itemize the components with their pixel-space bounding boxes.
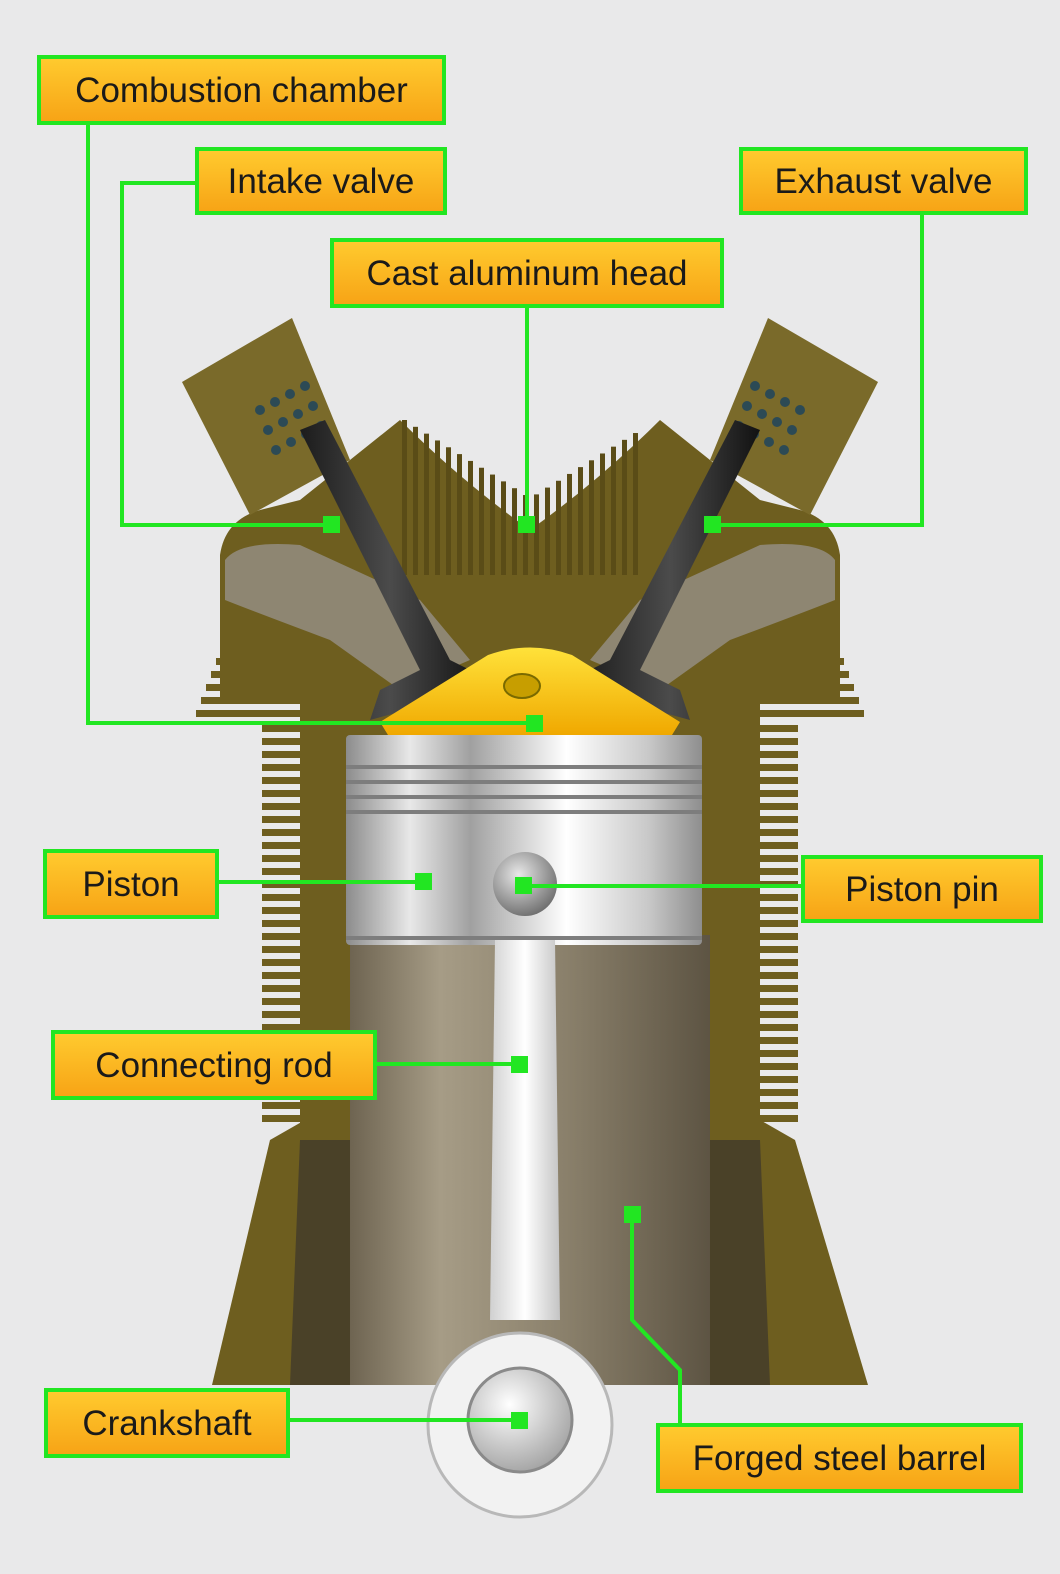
- intake-port: [225, 544, 470, 690]
- label-combustion-chamber: Combustion chamber: [37, 55, 446, 125]
- label-crankshaft: Crankshaft: [44, 1388, 290, 1458]
- valley-fin: [578, 467, 583, 575]
- label-piston-pin: Piston pin: [801, 855, 1043, 923]
- valley-fin: [633, 433, 638, 575]
- label-piston: Piston: [43, 849, 219, 919]
- valley-fin: [479, 467, 484, 575]
- exhaust-valve-stem: [580, 420, 760, 720]
- barrel-bore-shadow: [290, 1140, 350, 1385]
- valley-fin: [567, 473, 572, 575]
- label-intake-valve: Intake valve: [195, 147, 447, 215]
- label-cast-aluminum-head: Cast aluminum head: [330, 238, 724, 308]
- valley-fin: [490, 474, 495, 575]
- valley-fin: [611, 446, 616, 575]
- valley-fin: [446, 447, 451, 575]
- valley-cooling-fins: [402, 420, 638, 575]
- valley-fin: [402, 420, 407, 575]
- intake-valve-stem: [300, 420, 480, 720]
- exhaust-rocker-housing: [710, 318, 878, 515]
- label-connecting-rod: Connecting rod: [51, 1030, 377, 1100]
- valley-fin: [589, 460, 594, 575]
- valley-fin: [534, 494, 539, 575]
- piston-ring-grooves: [346, 765, 702, 940]
- valley-fin: [545, 487, 550, 575]
- label-forged-steel-barrel: Forged steel barrel: [656, 1423, 1023, 1493]
- spark-plug-port: [503, 673, 541, 699]
- leader-forged-steel-barrel: [630, 1215, 682, 1426]
- valley-fin: [468, 460, 473, 575]
- valley-fin: [512, 488, 517, 575]
- valley-fin: [435, 440, 440, 575]
- leader-intake-valve: [120, 181, 332, 527]
- exhaust-port: [590, 544, 835, 690]
- valley-fin: [622, 439, 627, 575]
- leader-lines: [86, 122, 924, 1426]
- leader-exhaust-valve: [712, 213, 924, 527]
- barrel-bore-shadow-right: [710, 1140, 770, 1385]
- piston-body: [346, 735, 702, 945]
- leader-endpoints: [323, 516, 721, 1429]
- leader-combustion-chamber: [86, 122, 535, 725]
- connecting-rod-beam: [490, 940, 560, 1320]
- valley-fin: [457, 454, 462, 575]
- valley-fin: [523, 495, 528, 575]
- label-exhaust-valve: Exhaust valve: [739, 147, 1028, 215]
- valley-fin: [413, 426, 418, 575]
- valley-fin: [600, 453, 605, 575]
- valley-fin: [556, 480, 561, 575]
- valley-fin: [424, 433, 429, 575]
- intake-rocker-housing: [182, 318, 350, 515]
- valley-fin: [501, 481, 506, 575]
